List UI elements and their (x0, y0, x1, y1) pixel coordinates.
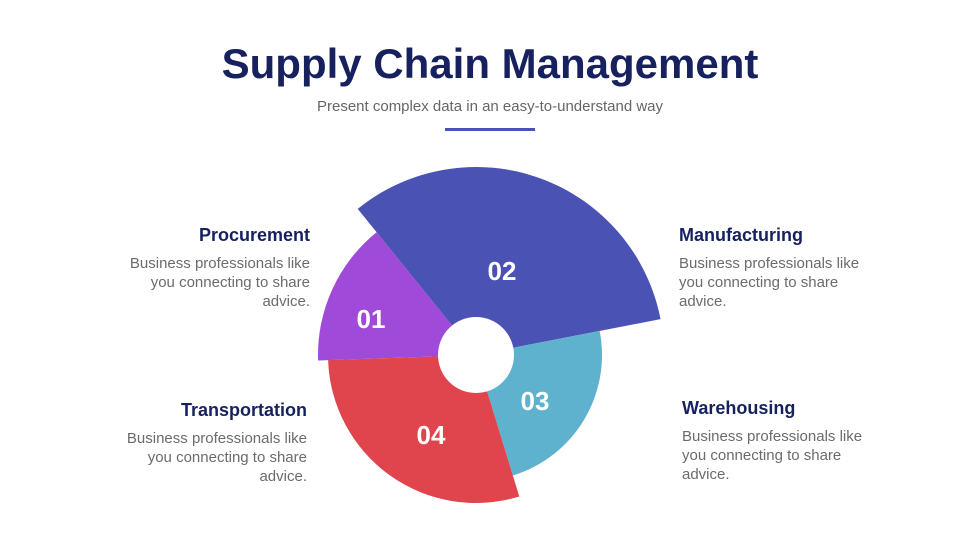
segment-manufacturing (357, 166, 661, 355)
segment-number-02: 02 (488, 256, 517, 286)
procurement-title: Procurement (198, 225, 310, 245)
warehousing-block: Warehousing Business professionals like … (682, 398, 882, 484)
segment-number-01: 01 (357, 304, 386, 334)
transportation-title: Transportation (180, 400, 307, 420)
page-subtitle: Present complex data in an easy-to-under… (316, 98, 664, 115)
transportation-block: Transportation Business professionals li… (107, 400, 307, 486)
segment-number-03: 03 (521, 386, 550, 416)
segment-procurement (318, 232, 476, 361)
title-divider (445, 128, 535, 131)
donut-hole (438, 317, 514, 393)
page-title: Supply Chain Management (221, 40, 759, 87)
warehousing-title: Warehousing (682, 398, 796, 418)
procurement-text: Business professionals like you connecti… (129, 255, 310, 310)
segment-number-04: 04 (417, 420, 446, 450)
manufacturing-block: Manufacturing Business professionals lik… (679, 225, 879, 311)
warehousing-text: Business professionals like you connecti… (682, 428, 863, 483)
procurement-block: Procurement Business professionals like … (110, 225, 310, 311)
transportation-text: Business professionals like you connecti… (126, 430, 307, 485)
manufacturing-title: Manufacturing (679, 225, 803, 245)
manufacturing-text: Business professionals like you connecti… (679, 255, 860, 310)
